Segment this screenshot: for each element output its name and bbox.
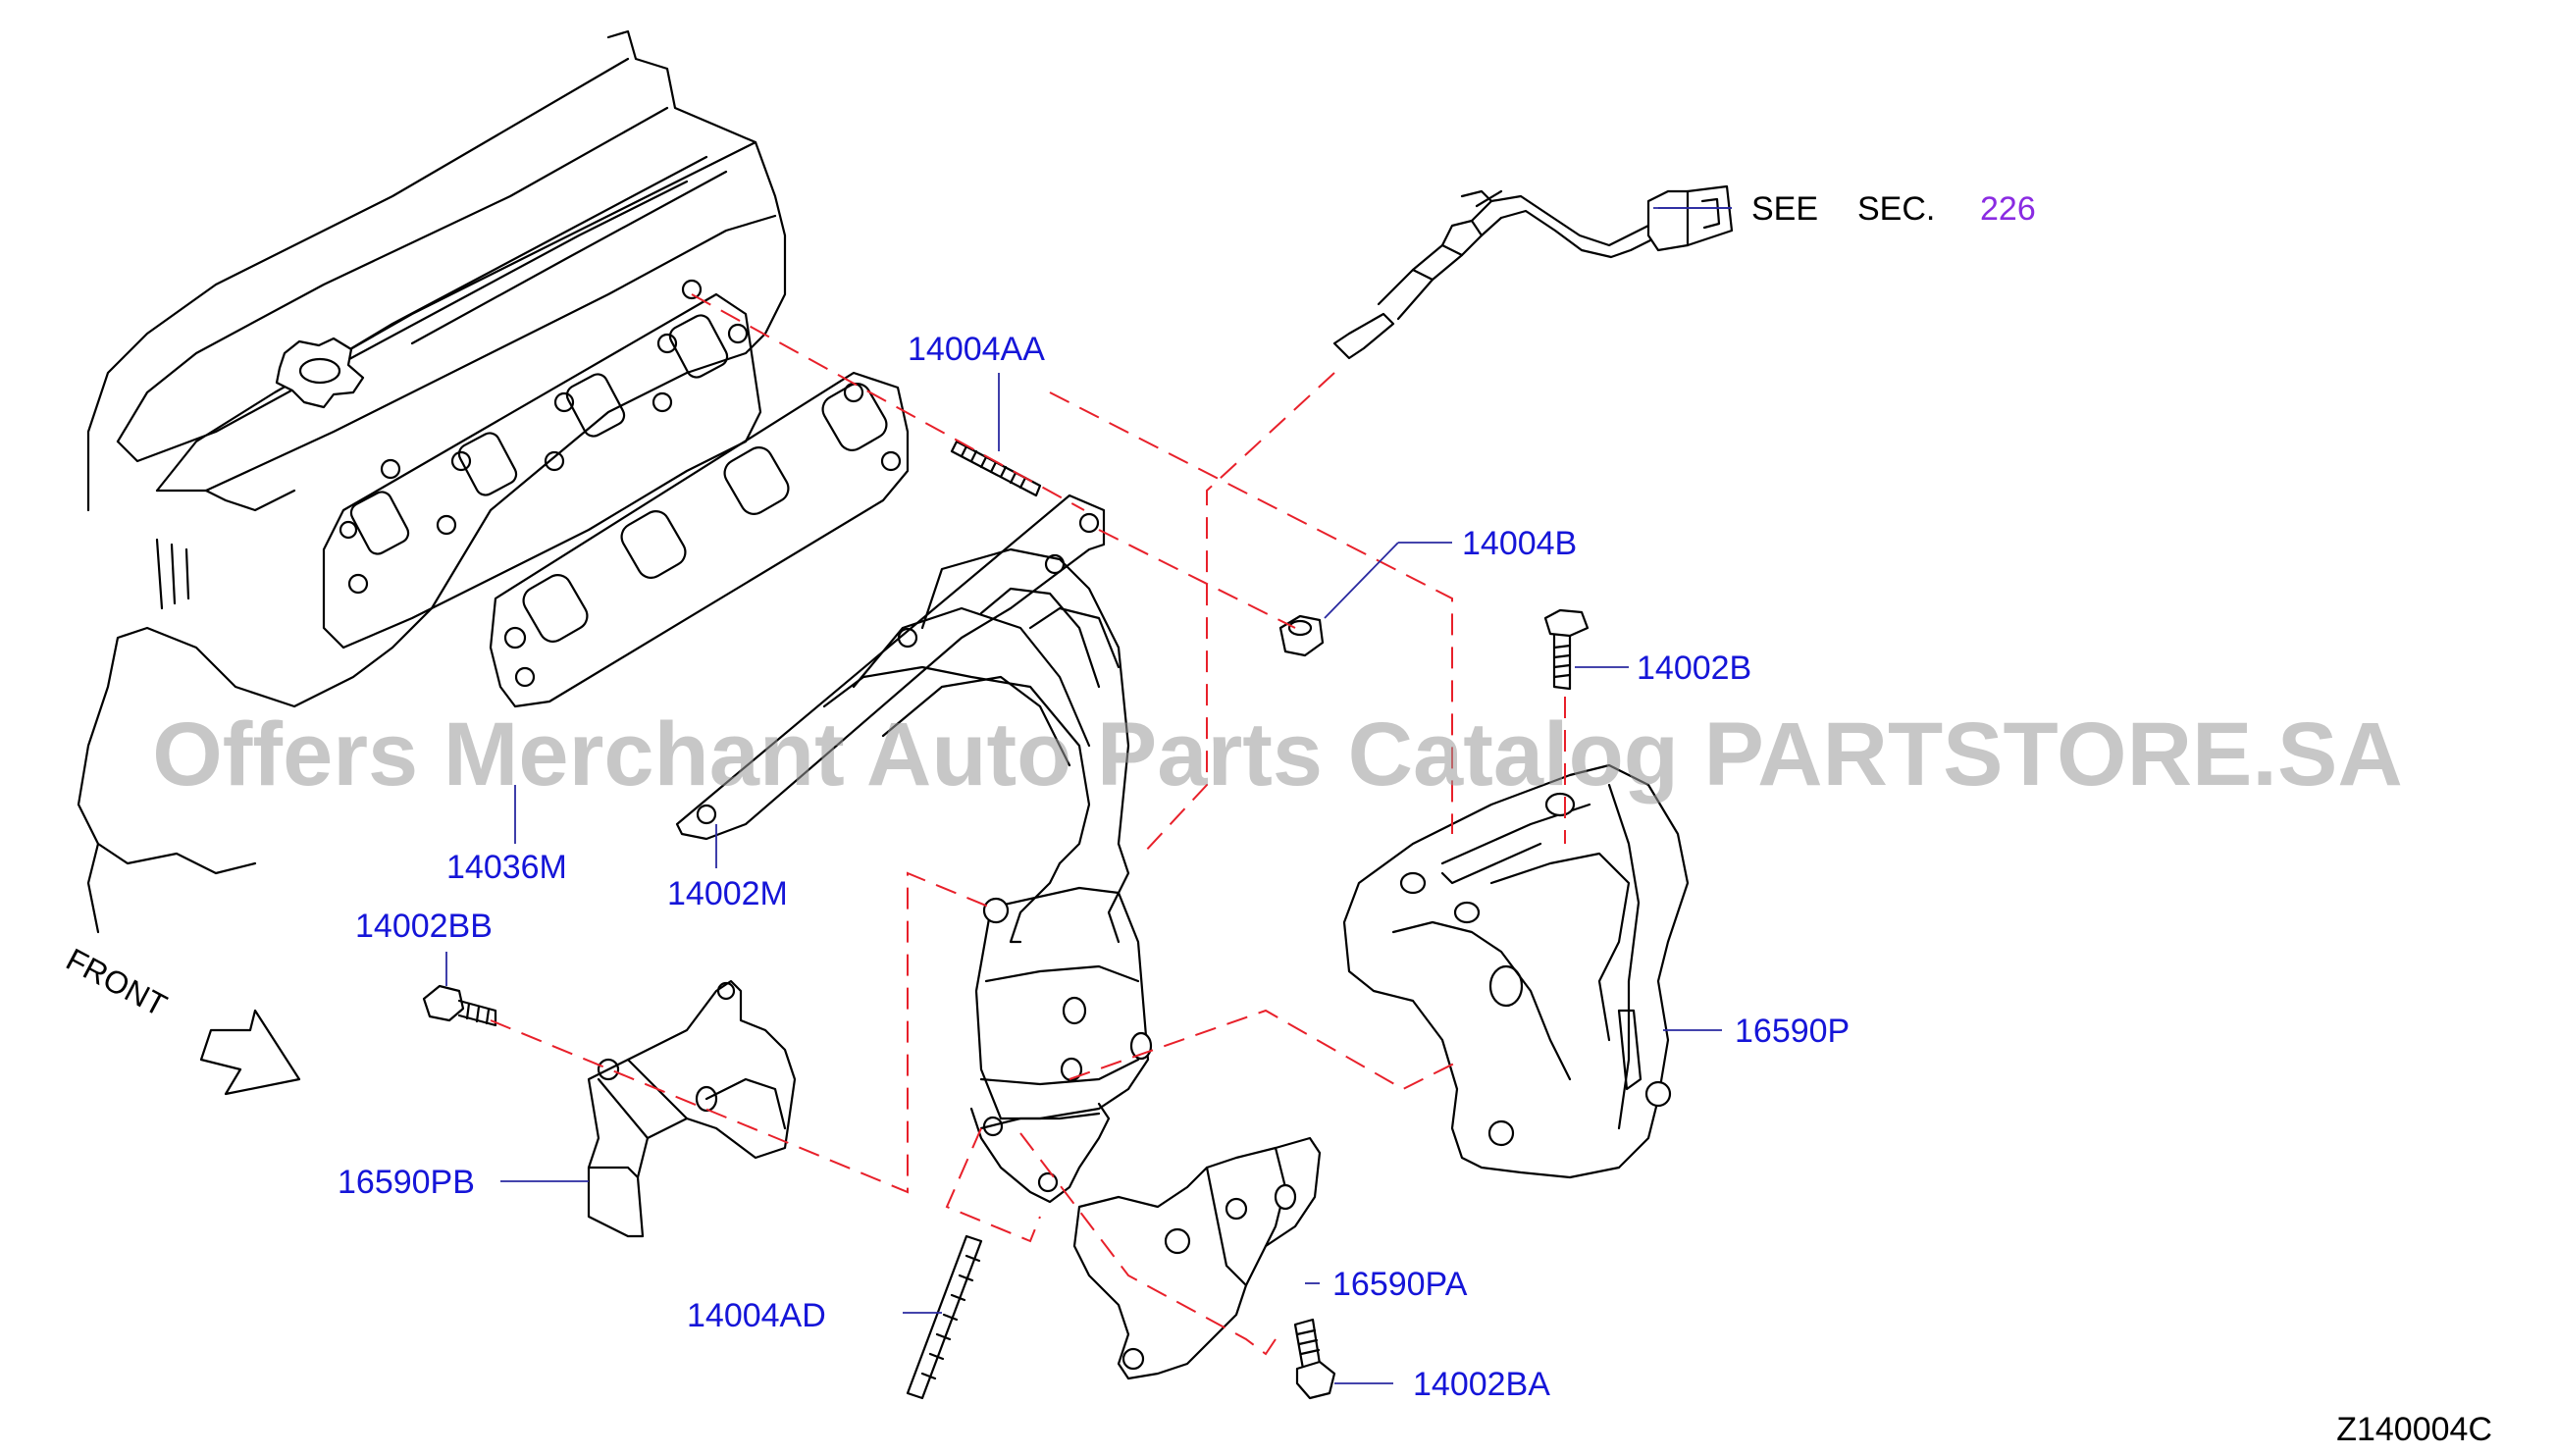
- bolt-14002ba-drawing: [1293, 1318, 1336, 1400]
- heat-insulator-16590pa-drawing: [1072, 1136, 1322, 1380]
- oxygen-sensor-drawing: [1332, 184, 1734, 360]
- part-label-14002b[interactable]: 14002B: [1637, 650, 1751, 687]
- heat-insulator-16590p-drawing: [1342, 763, 1690, 1179]
- part-label-14004b[interactable]: 14004B: [1462, 525, 1577, 562]
- exhaust-manifold-drawing: [675, 494, 1153, 1204]
- sec-word: SEC.: [1857, 190, 1935, 228]
- part-label-14004aa[interactable]: 14004AA: [908, 331, 1045, 368]
- part-label-16590p[interactable]: 16590P: [1735, 1013, 1850, 1050]
- part-label-16590pb[interactable]: 16590PB: [338, 1164, 475, 1201]
- see-section-reference: SEE SEC. 226: [1751, 190, 2036, 228]
- bolt-14002b-drawing: [1543, 608, 1590, 691]
- bolt-14002bb-drawing: [422, 984, 497, 1027]
- part-label-14002ba[interactable]: 14002BA: [1413, 1366, 1550, 1403]
- front-arrow-drawing: [199, 1009, 301, 1096]
- part-labels: 14004AA 14004B 14002B 14036M 14002M 1400…: [338, 331, 1850, 1403]
- part-label-16590pa[interactable]: 16590PA: [1332, 1266, 1468, 1303]
- cylinder-head-drawing: [77, 29, 787, 934]
- line-art: [77, 29, 1734, 1400]
- watermark-text: Offers Merchant Auto Parts Catalog PARTS…: [152, 704, 2403, 805]
- figure-code: Z140004C: [2336, 1411, 2492, 1448]
- part-label-14004ad[interactable]: 14004AD: [687, 1297, 826, 1334]
- part-label-14002m[interactable]: 14002M: [667, 875, 788, 912]
- section-number-link[interactable]: 226: [1980, 190, 2036, 228]
- front-label: FRONT: [61, 941, 173, 1023]
- bracket-16590pb-drawing: [587, 979, 797, 1238]
- leader-lines: [445, 207, 1732, 1384]
- stud-14004aa-drawing: [950, 440, 1042, 497]
- part-label-14036m[interactable]: 14036M: [446, 849, 567, 886]
- stud-14004ad-drawing: [906, 1234, 983, 1400]
- dashed-lines: [490, 293, 1566, 1356]
- part-label-14002bb[interactable]: 14002BB: [355, 908, 493, 945]
- see-word: SEE: [1751, 190, 1818, 228]
- gasket-drawing: [489, 371, 910, 708]
- nut-14004b-drawing: [1278, 614, 1325, 657]
